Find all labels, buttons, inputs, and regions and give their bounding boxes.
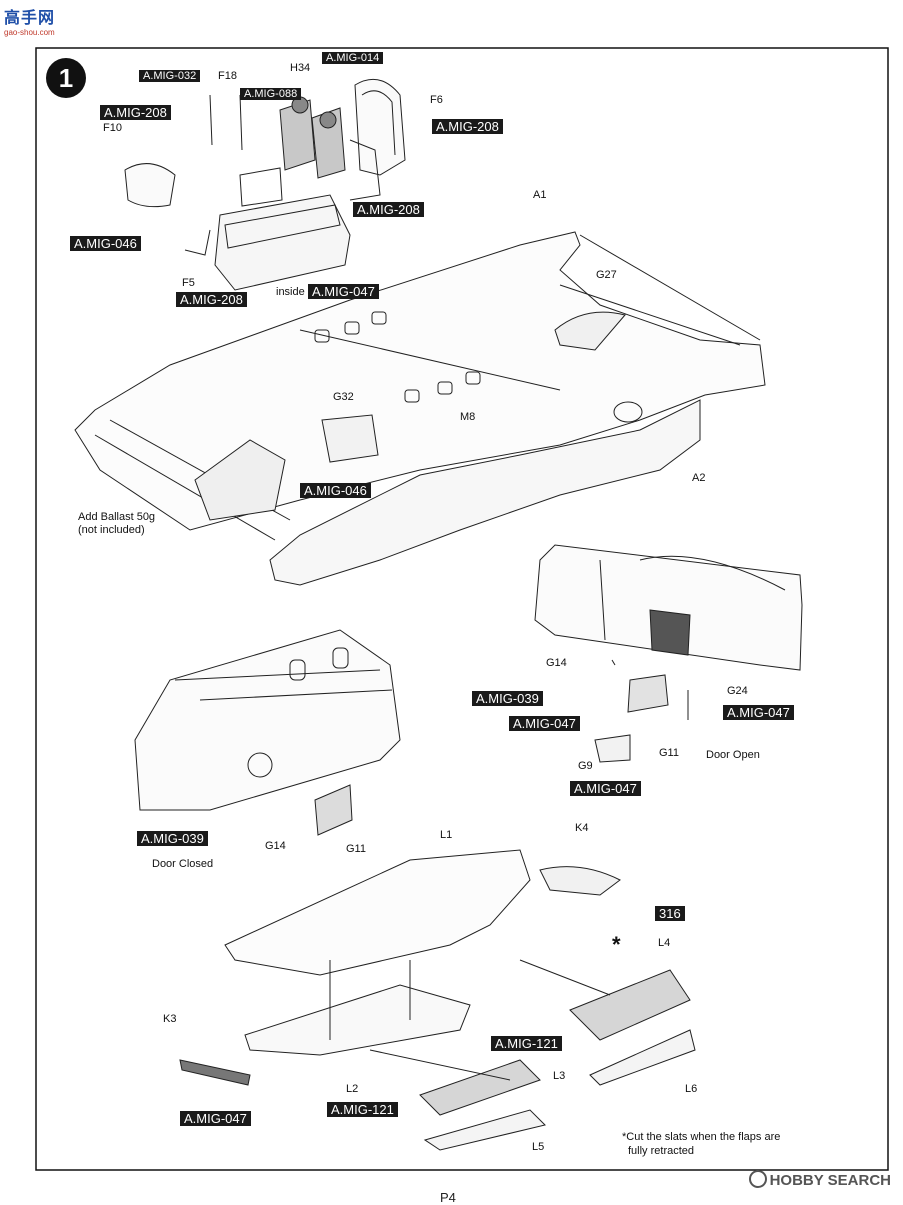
cockpit-tub-drawing: [124, 78, 406, 291]
door-open-caption: Door Open: [706, 749, 760, 761]
site-logo: 高手网 gao-shou.com: [4, 4, 74, 40]
fuselage-drawing: [74, 231, 766, 586]
part-label-h34: H34: [290, 62, 311, 74]
wing-part-l6: L6: [685, 1083, 698, 1095]
paint-callout-mig014: A.MIG-014: [322, 52, 384, 64]
paint-callout-mig088: A.MIG-088: [240, 88, 302, 100]
hobby-search-brand: HOBBY SEARCH: [769, 1172, 891, 1189]
paint-callout-mig208-side: A.MIG-208: [353, 202, 424, 217]
paint-callout-mig047-inside: A.MIG-047: [308, 284, 379, 299]
part-label-a2: A2: [692, 472, 706, 484]
step-number-badge: 1: [46, 58, 86, 98]
wing-paint-mig121-slat-left: A.MIG-121: [327, 1102, 398, 1117]
paint-callout-mig208-instrument: A.MIG-208: [100, 105, 171, 120]
wing-part-l2: L2: [346, 1083, 359, 1095]
paint-callout-mig208-bulkhead: A.MIG-208: [432, 119, 503, 134]
paint-callout-mig032: A.MIG-032: [139, 70, 201, 82]
wing-paint-mig121-slat-right: A.MIG-121: [491, 1036, 562, 1051]
wing-part-l1: L1: [440, 829, 453, 841]
door-open-part-g11: G11: [659, 747, 679, 759]
page-frame: [35, 47, 889, 1171]
door-open-detail-drawing: [534, 544, 803, 763]
part-label-g32: G32: [333, 391, 354, 403]
slat-note-line2: fully retracted: [628, 1145, 695, 1157]
wing-part-k3: K3: [163, 1013, 177, 1025]
door-open-part-g14: G14: [546, 657, 567, 669]
hobby-search-logo-icon: [748, 1170, 767, 1188]
door-open-paint-mig047-strut: A.MIG-047: [723, 705, 794, 720]
page-number: P4: [440, 1190, 456, 1205]
hobby-search-watermark: HOBBY SEARCH: [748, 1170, 891, 1189]
door-open-paint-mig039: A.MIG-039: [472, 691, 543, 706]
ballast-note-line1: Add Ballast 50g: [78, 511, 156, 523]
door-closed-part-g11: G11: [346, 843, 366, 855]
wing-part-l3: L3: [553, 1070, 566, 1082]
part-label-m8: M8: [460, 411, 476, 423]
part-label-f10: F10: [103, 122, 122, 134]
wing-paint-mig047-k3: A.MIG-047: [180, 1111, 251, 1126]
wing-part-k4: K4: [575, 822, 589, 834]
door-open-paint-mig047-g9: A.MIG-047: [570, 781, 641, 796]
wing-asterisk: *: [612, 932, 621, 957]
door-open-paint-mig047-door: A.MIG-047: [509, 716, 580, 731]
door-closed-paint-mig039: A.MIG-039: [137, 831, 208, 846]
part-label-f6: F6: [430, 94, 443, 106]
part-label-f18: F18: [218, 70, 237, 82]
site-logo-chinese: 高手网: [4, 8, 56, 27]
slat-note-line1: *Cut the slats when the flaps are: [622, 1131, 781, 1143]
paint-callout-mig046-panel: A.MIG-046: [70, 236, 141, 251]
paint-callout-mig046-nose: A.MIG-046: [300, 483, 371, 498]
wing-paint-316: 316: [655, 906, 685, 921]
part-label-a1: A1: [533, 189, 547, 201]
wing-part-l4: L4: [658, 937, 671, 949]
ballast-note-line2: (not included): [78, 524, 145, 536]
inside-note: inside: [276, 286, 305, 298]
door-closed-part-g14: G14: [265, 840, 286, 852]
door-open-part-g24: G24: [727, 685, 748, 697]
door-closed-caption: Door Closed: [152, 858, 214, 870]
door-closed-detail-drawing: [134, 629, 401, 836]
part-label-f5: F5: [182, 277, 195, 289]
wing-part-l5: L5: [532, 1141, 545, 1153]
part-label-g27: G27: [596, 269, 617, 281]
site-logo-url: gao-shou.com: [4, 28, 55, 37]
door-open-part-g9: G9: [578, 760, 593, 772]
paint-callout-mig208-tub: A.MIG-208: [176, 292, 247, 307]
lower-wing-drawing: [179, 849, 696, 1151]
